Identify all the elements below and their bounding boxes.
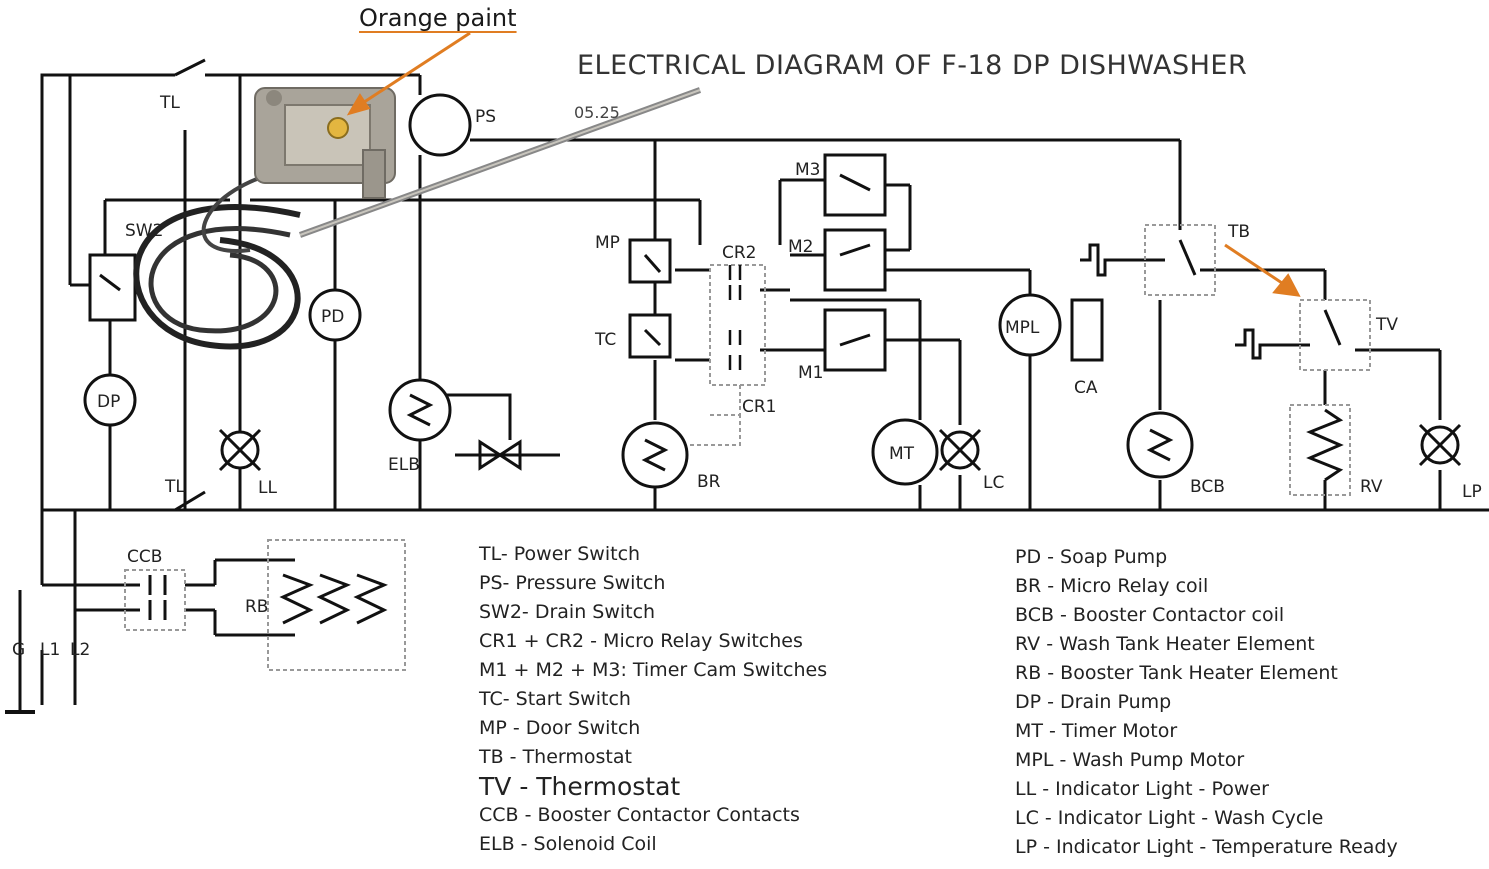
label-tv: TV: [1375, 315, 1398, 335]
label-tc: TC: [594, 330, 616, 350]
legend-item: LC - Indicator Light - Wash Cycle: [1015, 807, 1324, 829]
label-rb: RB: [245, 597, 268, 617]
label-cr1: CR1: [742, 397, 777, 417]
legend-right: PD - Soap Pump BR - Micro Relay coil BCB…: [1015, 543, 1398, 862]
components: [83, 93, 1194, 489]
indicator-lights: [218, 423, 1462, 472]
legend-item: SW2- Drain Switch: [479, 601, 656, 623]
label-lp: LP: [1462, 482, 1482, 502]
label-tl-bottom: TL: [164, 477, 185, 497]
dashed-boxes: [124, 224, 1371, 671]
label-dp: DP: [97, 392, 120, 412]
legend-item: DP - Drain Pump: [1015, 691, 1172, 713]
label-pd: PD: [321, 307, 344, 327]
cr-contacts: [728, 265, 742, 370]
label-mpl: MPL: [1005, 318, 1040, 338]
legend-item: CR1 + CR2 - Micro Relay Switches: [479, 630, 803, 652]
label-lc: LC: [983, 473, 1004, 493]
legend-item: LL - Indicator Light - Power: [1015, 778, 1269, 800]
label-bcb: BCB: [1190, 477, 1225, 497]
pulse-symbols: [1080, 243, 1270, 360]
diagram-title: ELECTRICAL DIAGRAM OF F-18 DP DISHWASHER: [577, 50, 1248, 81]
legend-item: TL- Power Switch: [479, 543, 641, 565]
label-ll: LL: [258, 478, 277, 498]
component-labels: TL TL PS SW2 PD DP LL ELB MP TC CR2 CR1 …: [12, 93, 1482, 660]
label-g: G: [12, 640, 25, 660]
orange-paint-callout: Orange paint: [359, 4, 517, 32]
label-tb: TB: [1227, 222, 1250, 242]
legend-item: MP - Door Switch: [479, 717, 641, 739]
legend-item: PS- Pressure Switch: [479, 572, 666, 594]
legend-item: PD - Soap Pump: [1015, 546, 1168, 568]
legend-item: M1 + M2 + M3: Timer Cam Switches: [479, 659, 828, 681]
switch-blades: [99, 173, 1342, 347]
label-cr2: CR2: [722, 243, 757, 263]
label-l2: L2: [70, 640, 90, 660]
legend-item: CCB - Booster Contactor Contacts: [479, 804, 800, 826]
label-sw2: SW2: [125, 221, 163, 241]
legend-left: TL- Power Switch PS- Pressure Switch SW2…: [479, 540, 827, 859]
legend-item: TB - Thermostat: [479, 746, 632, 768]
label-mt: MT: [889, 444, 915, 464]
label-ps: PS: [475, 107, 496, 127]
legend-item: MPL - Wash Pump Motor: [1015, 749, 1245, 771]
wires: [5, 73, 1489, 714]
label-tl-top: TL: [159, 93, 180, 113]
ccb-contacts: [148, 575, 167, 620]
label-mp: MP: [595, 233, 620, 253]
legend-item: ELB - Solenoid Coil: [479, 833, 657, 855]
label-m1: M1: [798, 363, 823, 383]
callout-arrows: [346, 31, 1301, 297]
legend-item-tv: TV - Thermostat: [479, 772, 681, 801]
label-m2: M2: [788, 237, 813, 257]
legend-item: RV - Wash Tank Heater Element: [1015, 633, 1315, 655]
legend-item: LP - Indicator Light - Temperature Ready: [1015, 836, 1398, 858]
label-m3: M3: [795, 160, 820, 180]
legend-item: RB - Booster Tank Heater Element: [1015, 662, 1338, 684]
label-elb: ELB: [388, 455, 420, 475]
diagram-code: 05.25: [574, 103, 620, 122]
legend-item: TC- Start Switch: [479, 688, 631, 710]
label-l1: L1: [40, 640, 60, 660]
tl-switches: [174, 58, 206, 512]
heater-coils: [279, 393, 1344, 625]
label-ccb: CCB: [127, 547, 162, 567]
label-br: BR: [697, 472, 721, 492]
label-rv: RV: [1360, 477, 1383, 497]
label-ca: CA: [1074, 378, 1098, 398]
legend-item: BR - Micro Relay coil: [1015, 575, 1209, 597]
legend-item: BCB - Booster Contactor coil: [1015, 604, 1285, 626]
legend-item: MT - Timer Motor: [1015, 720, 1178, 742]
